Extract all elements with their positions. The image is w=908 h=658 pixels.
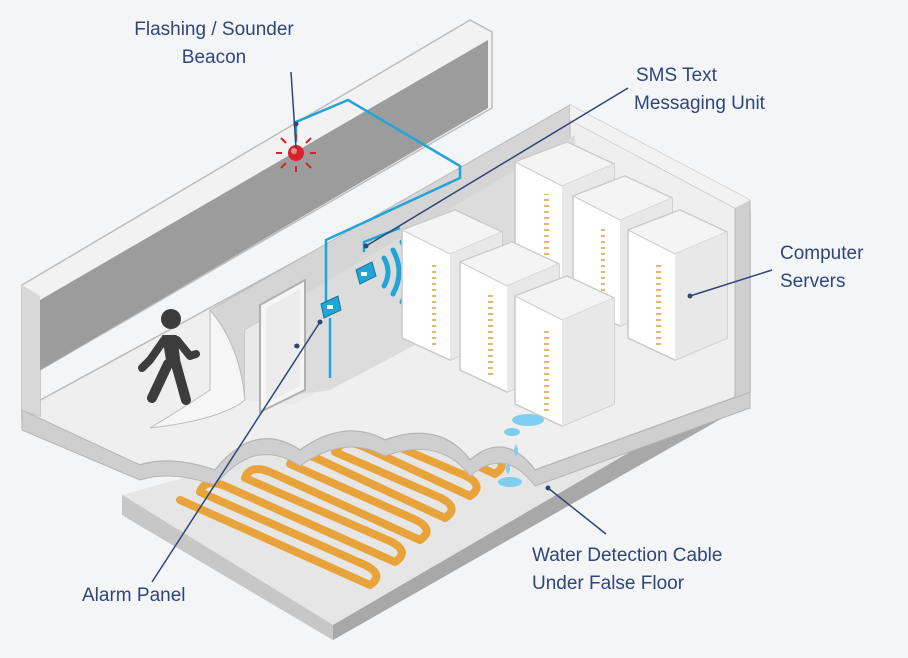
- leader-lines: [151, 71, 773, 583]
- walking-person-icon: [138, 309, 200, 405]
- label-alarm-panel: Alarm Panel: [82, 582, 186, 610]
- label-water-detection-cable: Water Detection Cable Under False Floor: [532, 542, 722, 598]
- label-water-line-1: Water Detection Cable: [532, 545, 723, 566]
- sms-unit-icon: [355, 261, 377, 285]
- water-leak-icon: [498, 414, 544, 487]
- label-sms-text-messaging-unit: SMS Text Messaging Unit: [634, 62, 765, 118]
- door: [259, 278, 306, 414]
- alarm-panel-icon: [320, 295, 342, 319]
- label-water-line-2: Under False Floor: [532, 573, 685, 594]
- right-wall: [569, 104, 751, 399]
- server-racks: [400, 141, 729, 427]
- server-rack-icon: [626, 209, 729, 361]
- label-beacon-line-2: Beacon: [181, 47, 247, 68]
- beacon-light-icon: [276, 134, 316, 172]
- label-servers-line-2: Servers: [780, 271, 846, 292]
- back-wall: [21, 19, 493, 418]
- server-rack-icon: [513, 275, 616, 427]
- label-alarm-line-1: Alarm Panel: [82, 585, 186, 606]
- label-sms-line-1: SMS Text: [636, 65, 717, 86]
- label-beacon-line-1: Flashing / Sounder: [134, 19, 294, 40]
- label-servers-line-1: Computer: [780, 243, 864, 264]
- label-computer-servers: Computer Servers: [780, 240, 863, 296]
- label-flashing-sounder-beacon: Flashing / Sounder Beacon: [124, 16, 304, 72]
- label-sms-line-2: Messaging Unit: [634, 93, 765, 114]
